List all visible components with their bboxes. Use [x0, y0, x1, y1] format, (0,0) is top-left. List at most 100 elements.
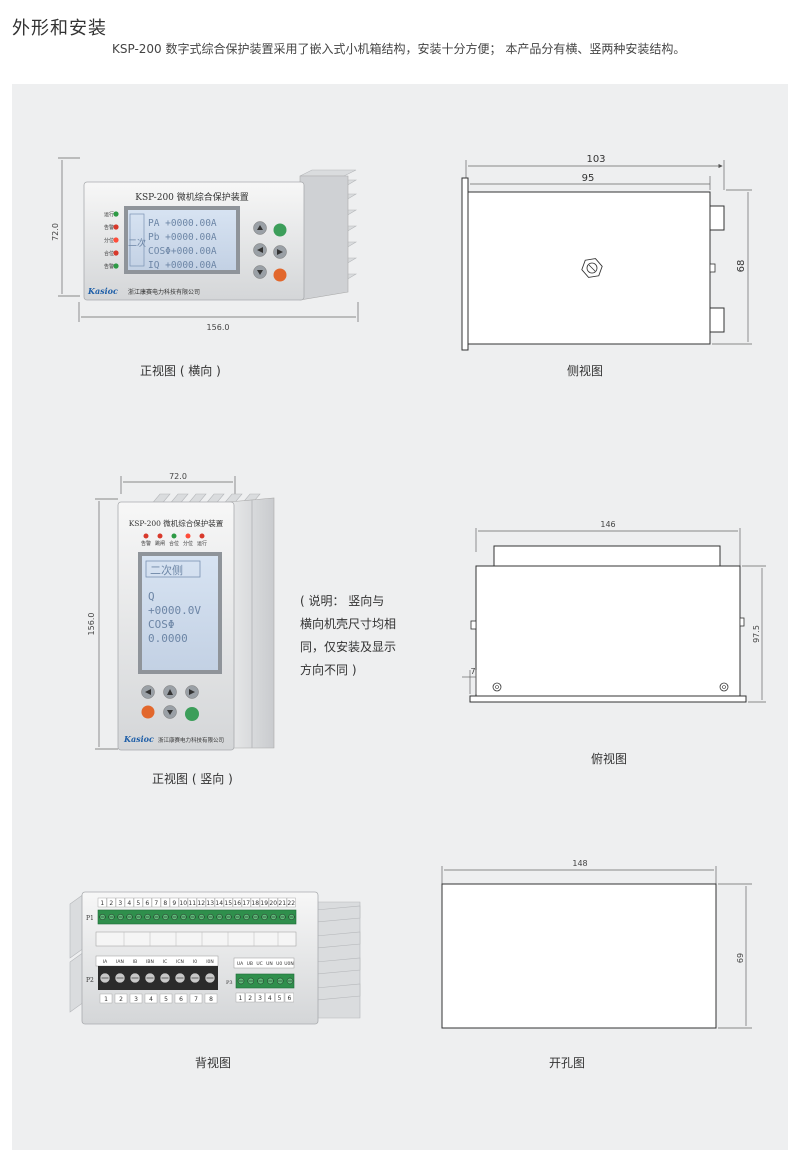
terminal-number: 1: [104, 996, 108, 1003]
terminal-number: 12: [197, 900, 205, 907]
terminal-number: 5: [278, 995, 282, 1002]
note-line: ( 说明： 竖向与: [300, 594, 385, 608]
terminal-number-box: [268, 897, 278, 908]
terminal-label-p3: P3: [226, 980, 233, 986]
terminal-block-p1: [97, 909, 297, 925]
terminal-block-p3: [235, 973, 295, 989]
company-name-h: 浙江康赛电力科技有限公司: [128, 288, 200, 296]
terminal-number: 21: [278, 900, 286, 907]
terminal-number-box: [250, 897, 260, 908]
terminal-number-box: [204, 993, 218, 1004]
indicator-label: 分位: [183, 540, 193, 547]
lcd-row: PA +0000.00A: [148, 218, 217, 229]
lcd-row: Q: [148, 590, 155, 603]
terminal-number-box: [151, 897, 161, 908]
terminal-number-box: [277, 897, 287, 908]
terminal-label: ICN: [176, 959, 184, 965]
terminal-label: IBN: [146, 959, 154, 965]
indicator-label: 告警: [104, 263, 114, 270]
dim-front-h-width: 156.0: [207, 323, 230, 332]
indicator-label: 合位: [104, 250, 114, 257]
terminal-label: U0: [276, 961, 282, 967]
terminal-number-box: [129, 993, 143, 1004]
terminal-number: 19: [260, 900, 268, 907]
terminal-number: 18: [251, 900, 259, 907]
terminal-number: 6: [287, 995, 291, 1002]
caption-cutout: 开孔图: [549, 1056, 586, 1070]
indicator-label: 跳闸: [155, 540, 165, 547]
terminal-label: I0: [193, 959, 197, 965]
caption-side: 侧视图: [567, 364, 604, 378]
terminal-number-box: [214, 897, 224, 908]
confirm-key[interactable]: [185, 707, 199, 721]
indicator-label: 运行: [197, 540, 207, 547]
terminal-number-box: [133, 897, 143, 908]
indicator-led: [113, 250, 119, 256]
terminal-number: 7: [154, 900, 158, 907]
confirm-key[interactable]: [273, 223, 287, 237]
dim-cutout-height: 69: [736, 953, 745, 963]
cancel-key[interactable]: [141, 705, 155, 719]
front-view-vertical: 72.0 156.0 KSP-200 微机综合保护装置 告警 跳闸 合位: [87, 472, 275, 751]
caption-front-horizontal: 正视图 ( 横向 ): [140, 364, 221, 378]
terminal-label: UB: [247, 961, 253, 967]
terminal-number-box: [174, 993, 188, 1004]
small-terminal-screws: [237, 977, 294, 985]
note-line: 方向不同 ): [300, 663, 357, 677]
dim-top-flange: 7: [470, 667, 475, 676]
terminal-number-box: [178, 897, 188, 908]
dim-side-height: 68: [736, 260, 747, 273]
lcd-row: IQ +0000.00A: [148, 260, 217, 271]
lcd-row: 二次侧: [150, 563, 183, 577]
terminal-number: 7: [194, 996, 198, 1003]
terminal-number-box: [97, 897, 107, 908]
terminal-number-box: [160, 897, 170, 908]
terminal-label: UC: [256, 961, 262, 967]
keypad-h: [253, 221, 287, 282]
installation-note: ( 说明： 竖向与 横向机壳尺寸均相 同，仅安装及显示 方向不同 ): [300, 590, 396, 682]
indicator-label: 分位: [104, 237, 114, 244]
keypad-v: [141, 685, 199, 721]
indicator-column-h: 运行 告警 分位 合位 告警: [104, 211, 119, 270]
top-view: 146 97.5 7: [462, 520, 766, 703]
intro-text: KSP-200 数字式综合保护装置采用了嵌入式小机箱结构，安装十分方便； 本产品…: [112, 42, 686, 56]
cancel-key[interactable]: [273, 268, 287, 282]
terminal-number-box: [114, 993, 128, 1004]
company-name-v: 浙江康赛电力科技有限公司: [158, 736, 224, 744]
indicator-row-v: 告警 跳闸 合位 分位 运行: [141, 533, 207, 547]
note-line: 横向机壳尺寸均相: [300, 617, 397, 631]
dim-cutout-width: 148: [572, 859, 587, 868]
terminal-number-box: [245, 992, 255, 1003]
terminal-label: IC: [163, 959, 167, 965]
terminal-number: 3: [118, 900, 122, 907]
terminal-number-box: [286, 897, 296, 908]
terminal-label: IA: [103, 959, 108, 965]
terminal-number-box: [284, 992, 295, 1003]
terminal-number: 13: [206, 900, 214, 907]
terminal-number: 4: [149, 996, 153, 1003]
terminal-number-box: [144, 993, 158, 1004]
indicator-led: [185, 533, 191, 539]
dim-top-width: 146: [600, 520, 615, 529]
terminal-label: U0N: [284, 961, 294, 967]
note-line: 同，仅安装及显示: [300, 640, 397, 654]
indicator-led: [171, 533, 177, 539]
terminal-number: 4: [127, 900, 131, 907]
terminal-number: 16: [233, 900, 241, 907]
terminal-number: 6: [145, 900, 149, 907]
terminal-number: 2: [109, 900, 113, 907]
terminal-number: 4: [268, 995, 272, 1002]
terminal-number-box: [275, 992, 285, 1003]
terminal-number: 20: [269, 900, 277, 907]
terminal-number: 8: [209, 996, 213, 1003]
terminal-number: 2: [248, 995, 252, 1002]
brand-logo-h: Kasioc: [87, 286, 118, 296]
terminal-label-p2: P2: [86, 977, 94, 984]
terminal-label: I0N: [206, 959, 214, 965]
dim-side-total: 103: [586, 154, 605, 165]
